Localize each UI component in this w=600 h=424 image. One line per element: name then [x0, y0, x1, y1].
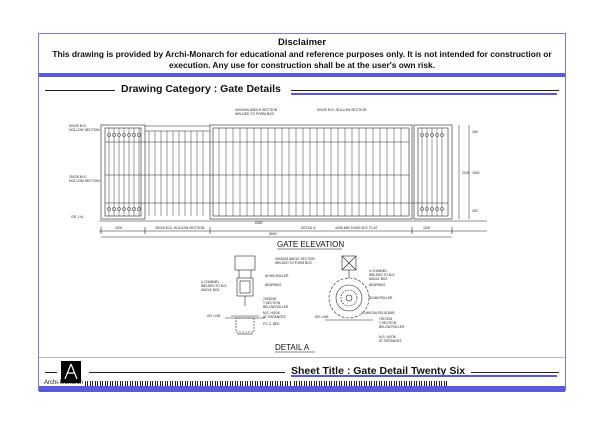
sheet-rule-left: [45, 372, 57, 373]
detail-left-callout-14: GR. LINE: [207, 314, 221, 318]
detail-left-callout-6: 80 MM ROLLER: [265, 274, 289, 278]
elevation-dim-2: 1100: [423, 226, 430, 230]
gate-drawing: 40X40X6 ANGLE SECTION WELDED TO FORM BOX…: [69, 108, 487, 353]
drawing-sheet: Disclaimer This drawing is provided by A…: [38, 33, 566, 392]
sheet-title-accent: [291, 375, 557, 377]
detail-left-callout-4: WELDED TO M.S.: [201, 284, 227, 288]
detail-left-callout-8: 75X50X6: [263, 297, 276, 301]
gate-elevation-title: GATE ELEVATION: [277, 240, 344, 249]
elevation-dim-6: 200: [472, 209, 478, 213]
detail-right-callout-12: GR. LINE: [315, 315, 329, 319]
elevation-callout-1: 40X40X6 ANGLE SECTION: [235, 108, 278, 112]
heading-accent-line: [291, 93, 557, 95]
drawing-category-heading: Drawing Category : Gate Details: [121, 83, 281, 95]
detail-left-callout-13: P.C.C. BED: [263, 322, 280, 326]
elevation-callout-11: 40X6 MM THICK M.S. FLAT: [335, 226, 377, 230]
detail-right-callout-1: U CHANNEL: [369, 269, 388, 273]
detail-left-callout-1: 40X40X6 ANGLE SECTION: [275, 257, 315, 261]
disclaimer-title: Disclaimer: [277, 37, 327, 48]
sheet-rule-right: [471, 372, 559, 373]
elevation-dim-4: 8600: [269, 232, 277, 236]
detail-right-callout-4: BEARINGS: [369, 283, 385, 287]
detail-right-callout-3: ANGLE BOX: [369, 277, 388, 281]
elevation-callout-7: HOLLOW SECTION: [69, 179, 100, 183]
detail-right-callout-11: AT DISTANCES: [379, 339, 402, 343]
detail-left-callout-2: WELDED TO FORM BOX: [275, 261, 313, 265]
elevation-callout-5: HOLLOW SECTION: [69, 128, 100, 132]
detail-right-callout-6: 12 MM DIA SOLID BAR: [361, 311, 395, 315]
elevation-callout-9: 25X25 M.S. HOLLOW SECTION: [155, 226, 205, 230]
detail-left-callout-3: U CHANNEL: [201, 280, 220, 284]
detail-a-section-right: [325, 255, 373, 321]
detail-left-callout-10: BELOW ROLLER: [263, 305, 289, 309]
detail-right-callout-8: T-SECTION: [379, 321, 397, 325]
title-divider: [39, 357, 565, 358]
accent-bar-bottom: [39, 386, 565, 392]
sheet-rule-mid: [89, 372, 285, 373]
detail-a-section-left: [225, 255, 265, 335]
detail-right-callout-5: 80 MM ROLLER: [369, 296, 393, 300]
detail-left-callout-7: BEARINGS: [265, 283, 281, 287]
elevation-callout-6: 25X25 M.S.: [69, 175, 87, 179]
detail-left-callout-9: T-SECTION: [263, 301, 281, 305]
elevation-dim-7: 1500: [472, 171, 480, 175]
elevation-dim-8: 2100: [462, 171, 470, 175]
accent-bar-top: [39, 73, 565, 77]
heading-rule-right: [291, 90, 559, 91]
detail-left-callout-5: ANGLE BOX: [201, 288, 220, 292]
detail-right-callout-10: M.S. HOOK: [379, 335, 397, 339]
archi-monarch-logo: [61, 361, 81, 383]
elevation-callout-10: DETAIL A: [301, 226, 316, 230]
elevation-dim-5: 150: [472, 130, 478, 134]
detail-a-title: DETAIL A: [275, 343, 310, 352]
detail-right-callout-9: BELOW ROLLER: [379, 325, 405, 329]
gate-elevation: [99, 124, 487, 238]
barcode-strip-right: [294, 381, 449, 387]
sheet-title: Sheet Title : Gate Detail Twenty Six: [291, 365, 466, 377]
detail-left-callout-12: AT DISTANCES: [263, 315, 286, 319]
barcode-strip-left: [85, 381, 291, 387]
heading-rule-left: [45, 90, 115, 91]
elevation-callout-3: 50X25 M.S. HOLLOW SECTION: [317, 108, 367, 112]
detail-right-callout-2: WELDED TO M.S.: [369, 273, 395, 277]
elevation-callout-4: 50X25 M.S.: [69, 124, 87, 128]
monarch-emblem-icon: [64, 363, 78, 380]
detail-left-callout-11: M.S. HOOK: [263, 311, 281, 315]
detail-right-callout-7: 75X75X6: [379, 317, 392, 321]
disclaimer-text: This drawing is provided by Archi-Monarc…: [52, 49, 552, 70]
elevation-dim-3: 6300: [255, 221, 263, 225]
brand-name: Archi-Monarch: [44, 380, 84, 386]
elevation-callout-2: WELDED TO FORM BOX: [235, 112, 275, 116]
elevation-dim-1: 1100: [115, 226, 122, 230]
elevation-callout-8: GR. LVL: [71, 215, 84, 219]
